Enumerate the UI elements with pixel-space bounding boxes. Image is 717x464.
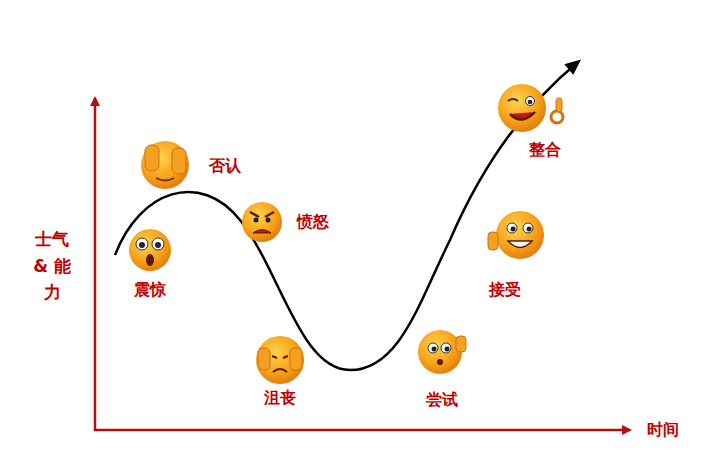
x-axis (94, 429, 630, 432)
stage-label: 震惊 (134, 280, 166, 299)
stage-label: 士气 & 能力 (30, 226, 74, 305)
despair-face (256, 336, 304, 384)
stage-label: 时间 (647, 420, 679, 439)
trying-face (418, 330, 466, 374)
stage-label: 尝试 (426, 390, 458, 409)
stage-label: 整合 (529, 140, 561, 159)
acceptance-face (488, 211, 544, 259)
denial-face (141, 141, 189, 189)
stage-label: 愤怒 (297, 212, 329, 231)
y-axis (94, 98, 97, 431)
stage-label: 否认 (209, 156, 241, 175)
change-curve (115, 62, 578, 370)
anger-face (242, 202, 282, 242)
stage-label: 接受 (489, 280, 521, 299)
shock-face (129, 229, 171, 271)
stage-label: 沮丧 (264, 388, 296, 407)
integration-face (498, 84, 563, 132)
